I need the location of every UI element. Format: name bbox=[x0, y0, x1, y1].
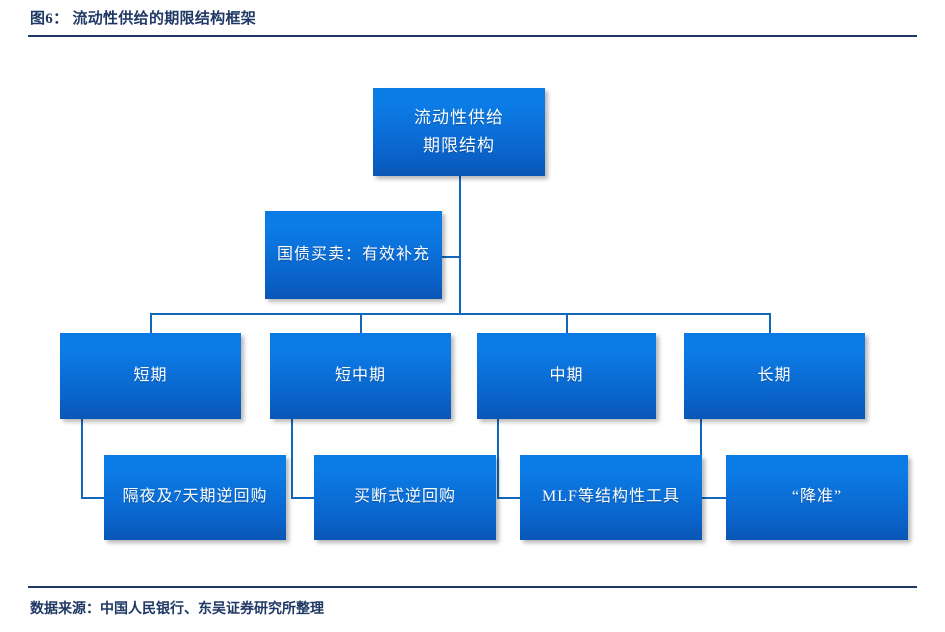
node-root-line1: 流动性供给 bbox=[414, 107, 504, 127]
node-shortmid[interactable]: 短中期 bbox=[270, 333, 451, 419]
node-shortmid-label: 短中期 bbox=[334, 366, 386, 384]
node-mid-label: 中期 bbox=[549, 366, 584, 384]
node-mid[interactable]: 中期 bbox=[477, 333, 656, 419]
connector-root-trunk bbox=[459, 175, 461, 314]
node-short-label: 短期 bbox=[133, 366, 168, 384]
connector-shortmid-drop bbox=[291, 418, 293, 498]
header-divider bbox=[28, 35, 917, 37]
node-repo7d[interactable]: 隔夜及7天期逆回购 bbox=[104, 455, 286, 540]
page-title: 图6： 流动性供给的期限结构框架 bbox=[30, 11, 257, 27]
node-long[interactable]: 长期 bbox=[684, 333, 865, 419]
connector-level2-bus bbox=[150, 313, 770, 315]
node-root-line2: 期限结构 bbox=[423, 136, 495, 155]
connector-long-elbow bbox=[700, 497, 727, 499]
node-root[interactable]: 流动性供给 期限结构 bbox=[373, 88, 545, 176]
footer-divider bbox=[28, 586, 917, 588]
node-bonds[interactable]: 国债买卖：有效补充 bbox=[265, 211, 442, 299]
node-outright-label: 买断式逆回购 bbox=[353, 488, 456, 506]
node-mlf-label: MLF等结构性工具 bbox=[542, 488, 680, 506]
node-repo7d-label: 隔夜及7天期逆回购 bbox=[122, 488, 268, 506]
node-mlf[interactable]: MLF等结构性工具 bbox=[520, 455, 702, 540]
node-bonds-label: 国债买卖：有效补充 bbox=[276, 245, 430, 263]
node-long-label: 长期 bbox=[757, 366, 792, 384]
node-rrr[interactable]: “降准” bbox=[726, 455, 908, 540]
connector-mid-elbow bbox=[497, 497, 521, 499]
connector-bus-to-long bbox=[769, 313, 771, 334]
node-rrr-label: “降准” bbox=[791, 488, 843, 506]
connector-short-elbow bbox=[81, 497, 105, 499]
connector-bus-to-mid bbox=[566, 313, 568, 334]
connector-bus-to-short bbox=[150, 313, 152, 334]
connector-bus-to-shortmid bbox=[360, 313, 362, 334]
connector-mid-drop bbox=[497, 418, 499, 498]
figure-header: 图6： 流动性供给的期限结构框架 bbox=[0, 0, 945, 44]
node-short[interactable]: 短期 bbox=[60, 333, 241, 419]
connector-trunk-to-bonds bbox=[441, 256, 460, 258]
connector-shortmid-elbow bbox=[291, 497, 315, 499]
connector-short-drop bbox=[81, 418, 83, 498]
node-outright[interactable]: 买断式逆回购 bbox=[314, 455, 496, 540]
figure-source: 数据来源：中国人民银行、东吴证券研究所整理 bbox=[30, 602, 324, 617]
